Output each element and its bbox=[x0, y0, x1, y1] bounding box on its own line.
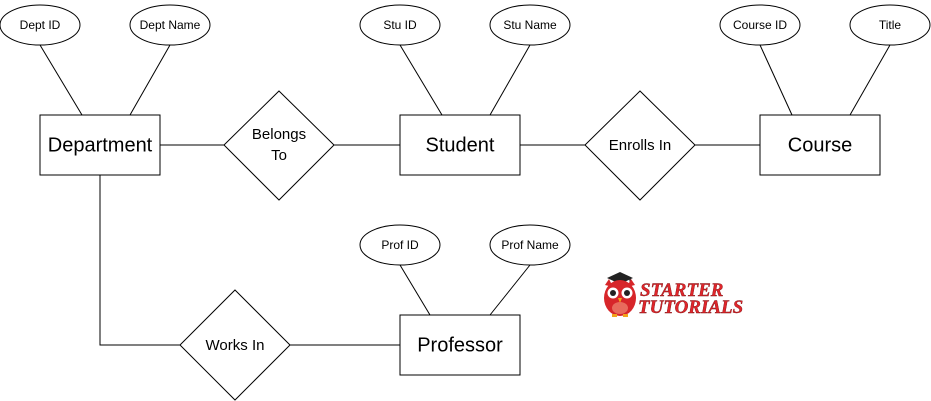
relationship-belongs-to-label-line2: To bbox=[271, 147, 287, 164]
logo-text-starter: STARTER bbox=[640, 280, 723, 301]
relationship-belongs-to: Belongs To bbox=[223, 90, 335, 201]
starter-tutorials-logo: STARTER TUTORIALS bbox=[604, 272, 743, 318]
entity-course: Course bbox=[759, 114, 881, 176]
owl-icon bbox=[604, 272, 636, 317]
attribute-course-id: Course ID bbox=[719, 4, 801, 46]
connector-stuname bbox=[489, 44, 531, 116]
entity-student: Student bbox=[399, 114, 521, 176]
relationship-works-in-label: Works In bbox=[206, 337, 265, 354]
attribute-prof-name: Prof Name bbox=[489, 224, 571, 266]
connectors bbox=[39, 44, 891, 346]
relationship-enrolls-in-label: Enrolls In bbox=[609, 137, 672, 154]
attribute-prof-id-label: Prof ID bbox=[381, 238, 419, 252]
connector-stuid bbox=[399, 44, 443, 116]
entity-course-label: Course bbox=[788, 134, 852, 156]
attribute-dept-name-label: Dept Name bbox=[140, 18, 201, 32]
attribute-course-id-label: Course ID bbox=[733, 18, 787, 32]
entity-professor-label: Professor bbox=[417, 334, 503, 356]
entity-department: Department bbox=[39, 114, 161, 176]
connector-profname bbox=[489, 264, 531, 316]
connector-courseid bbox=[759, 44, 793, 116]
attribute-stu-id-label: Stu ID bbox=[383, 18, 417, 32]
entity-professor: Professor bbox=[399, 314, 521, 376]
attribute-prof-name-label: Prof Name bbox=[501, 238, 559, 252]
logo-text-tutorials: TUTORIALS bbox=[638, 297, 743, 318]
attribute-dept-name: Dept Name bbox=[129, 4, 211, 46]
attribute-stu-name: Stu Name bbox=[489, 4, 571, 46]
attribute-stu-id: Stu ID bbox=[359, 4, 441, 46]
connector-profid bbox=[399, 264, 431, 316]
relationship-belongs-to-label-line1: Belongs bbox=[252, 126, 306, 143]
relationship-enrolls-in: Enrolls In bbox=[584, 90, 696, 201]
attribute-dept-id-label: Dept ID bbox=[20, 18, 61, 32]
connector-deptid bbox=[39, 44, 83, 116]
attribute-stu-name-label: Stu Name bbox=[503, 18, 557, 32]
connector-dept-worksin bbox=[99, 175, 180, 346]
attribute-prof-id: Prof ID bbox=[359, 224, 441, 266]
relationship-works-in: Works In bbox=[179, 289, 291, 401]
connector-deptname bbox=[129, 44, 171, 116]
entity-student-label: Student bbox=[426, 134, 495, 156]
connector-title bbox=[849, 44, 891, 116]
attribute-title: Title bbox=[849, 4, 931, 46]
entity-department-label: Department bbox=[48, 134, 153, 156]
attribute-dept-id: Dept ID bbox=[0, 4, 81, 46]
attribute-title-label: Title bbox=[879, 18, 902, 32]
